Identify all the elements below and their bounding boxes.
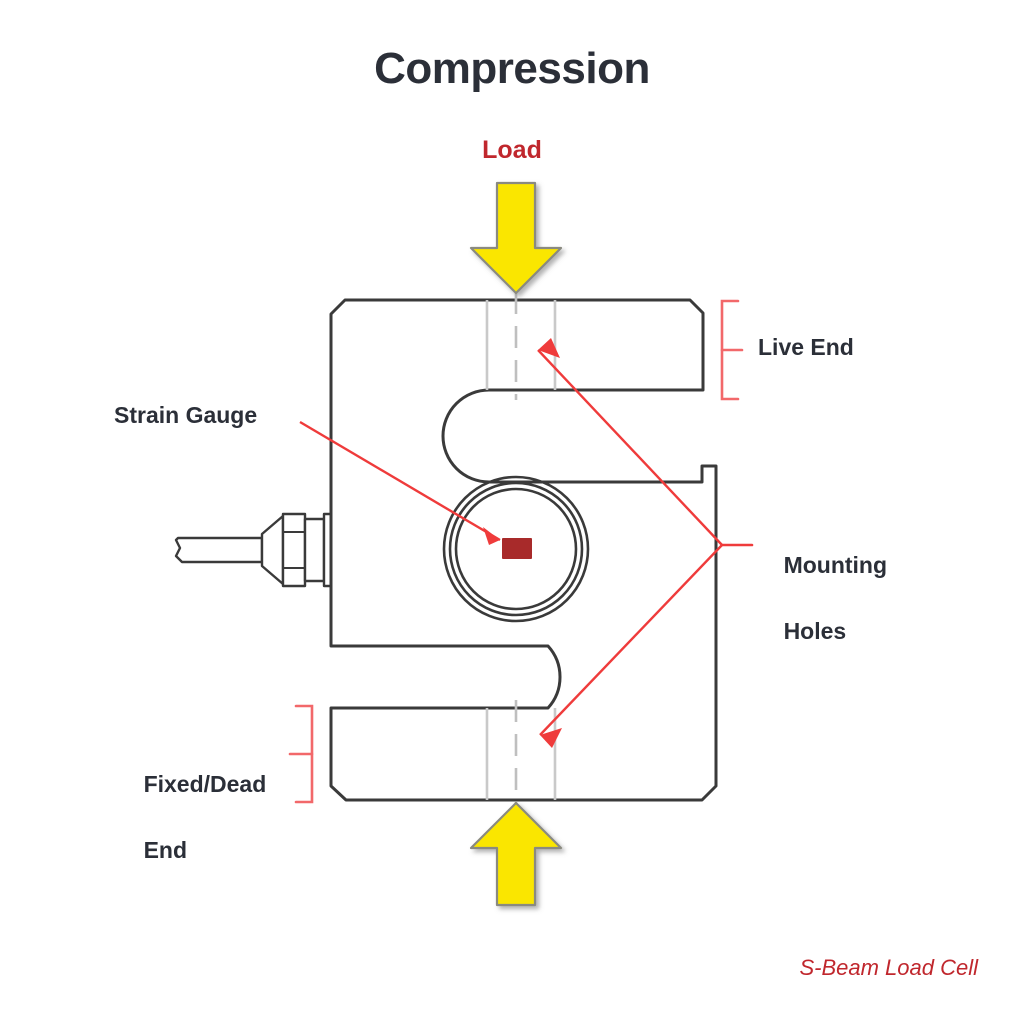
mounting-holes-leader [537, 338, 754, 748]
strain-gauge-icon [502, 538, 532, 559]
strain-gauge-leader [299, 420, 501, 545]
fixed-dead-end-line-1: Fixed/Dead [143, 771, 267, 797]
mounting-holes-label: Mounting Holes [758, 516, 887, 681]
cable-connector-icon [174, 512, 335, 588]
fixed-dead-end-line-2: End [143, 837, 188, 863]
live-end-bracket [720, 299, 744, 401]
strain-gauge-label: Strain Gauge [114, 402, 258, 428]
mounting-holes-line-2: Holes [783, 618, 847, 644]
center-boss [442, 475, 590, 623]
arrow-down-icon [469, 181, 563, 295]
fixed-dead-end-label: Fixed/Dead End [118, 735, 267, 900]
arrow-up-icon [469, 801, 563, 907]
live-end-label: Live End [758, 334, 854, 360]
load-label: Load [482, 136, 542, 164]
fixed-dead-end-bracket [288, 704, 314, 804]
mounting-hole-guide-lines [485, 300, 557, 800]
mounting-holes-line-1: Mounting [783, 552, 888, 578]
page-title: Compression [374, 44, 650, 93]
diagram-caption: S-Beam Load Cell [799, 955, 978, 980]
